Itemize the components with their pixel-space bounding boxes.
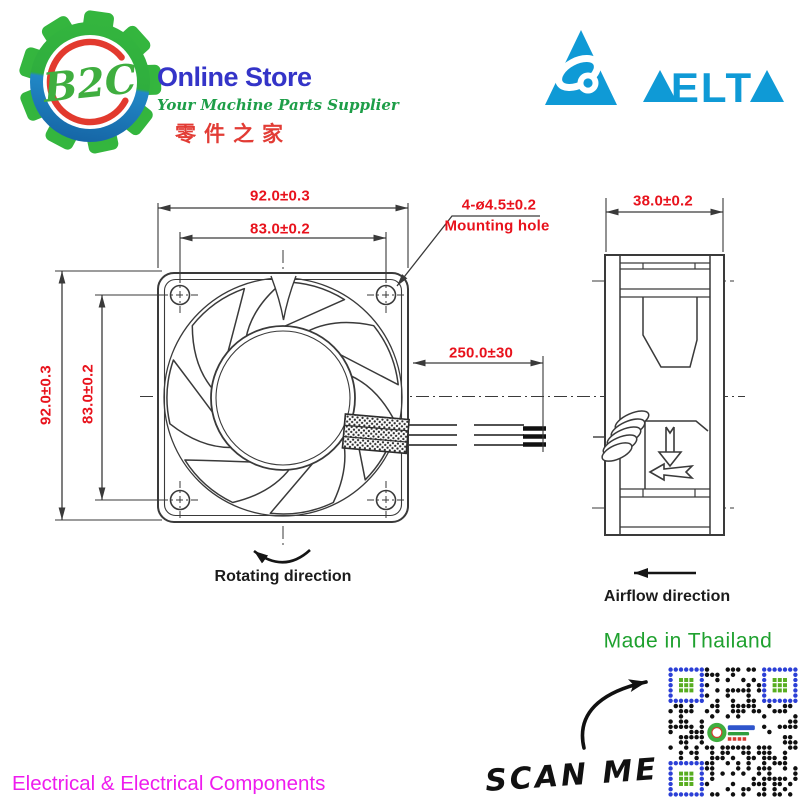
delta-wordmark: ELT [643,64,784,110]
rotation-glyph-arrow-icon [657,426,683,468]
fan-side-view [593,254,725,536]
delta-logo: ELT [540,26,790,110]
rotate-arrow-icon [253,549,311,564]
b2c-initials: B2C [40,55,139,112]
front-bolt-pitch-v-dim-label: 83.0±0.2 [79,364,97,424]
front-width-dim-label: 92.0±0.3 [250,187,310,205]
hub-profile [642,297,698,368]
depth-dim-label: 38.0±0.2 [633,192,693,210]
mounting-hole-dim-label: 4-ø4.5±0.2 [461,196,537,214]
braided-sleeve [341,413,411,455]
fan-hub [210,325,356,471]
fan-front-view [157,272,409,523]
qr-code [668,667,798,797]
category-label: Electrical & Electrical Components [12,772,326,795]
lead-wire-dim-label: 250.0±30 [448,344,514,362]
dimension-lines [58,204,723,520]
wire-coil [601,410,650,462]
wire-tips [523,426,546,447]
airflow-direction-label: Airflow direction [603,588,731,605]
rotating-direction-label: Rotating direction [214,568,352,585]
delta-triangle-icon: ELT [545,30,784,110]
b2c-logo: B2C [6,4,166,154]
b2c-logo-text: Online Store Your Machine Parts Supplier… [157,62,399,148]
extension-lines [55,198,724,521]
store-tagline: Your Machine Parts Supplier [157,96,399,114]
airflow-glyph-arrow-icon [648,462,695,482]
gear-icon: B2C [19,10,162,154]
mounting-hole-leader-line [396,215,540,287]
front-bolt-pitch-h-dim-label: 83.0±0.2 [250,220,310,238]
scan-arrow-icon [580,679,648,750]
front-height-dim-label: 92.0±0.3 [37,365,55,425]
store-name: Online Store [157,62,312,92]
made-in-label: Made in Thailand [603,629,773,653]
delta-mid-letters: ELT [671,64,753,110]
mounting-hole-text-label: Mounting hole [444,217,550,235]
store-chinese-name: 零件之家 [175,123,291,146]
lead-wires [341,413,546,455]
